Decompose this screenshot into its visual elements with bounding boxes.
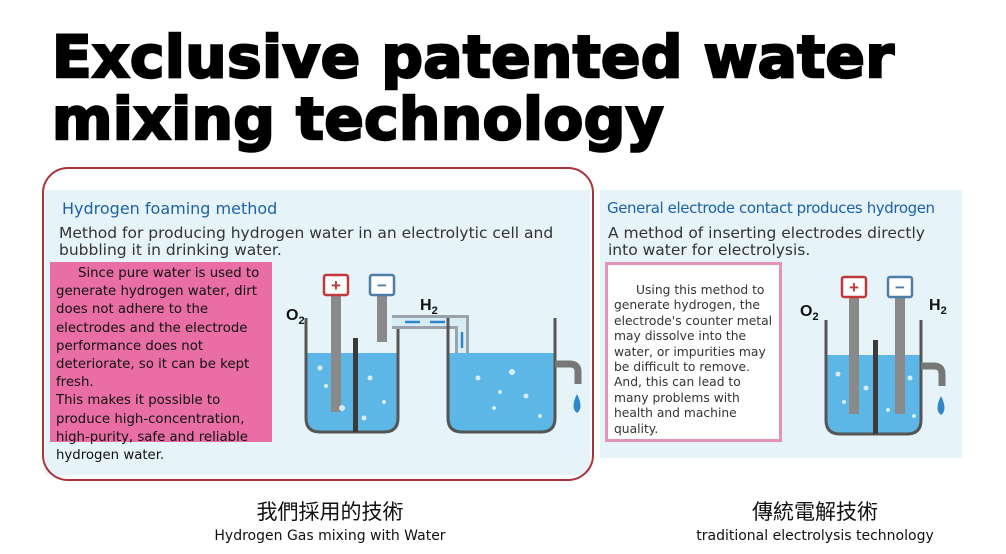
plus-sign: + xyxy=(331,276,341,295)
outlet-spout xyxy=(921,362,946,386)
plus-terminal xyxy=(840,275,868,299)
left-panel-description: Method for producing hydrogen water in a… xyxy=(59,224,554,259)
h2-label: H2 xyxy=(929,297,947,317)
gas-flow-arrows xyxy=(405,320,464,400)
plus-sign: + xyxy=(849,278,859,297)
o2-label: O2 xyxy=(286,307,305,327)
headline: Exclusive patented water mixing technolo… xyxy=(51,23,896,153)
minus-terminal xyxy=(368,273,396,297)
left-panel-highlight-frame xyxy=(42,167,594,481)
right-caption-english: traditional electrolysis technology xyxy=(696,528,934,544)
right-panel-title: General electrode contact produces hydro… xyxy=(607,199,935,217)
membrane xyxy=(353,338,358,432)
minus-sign: − xyxy=(895,278,905,297)
anode-rod xyxy=(331,292,341,412)
right-warning-paragraph-1: Using this method to generate hydrogen, … xyxy=(614,283,773,375)
water-drop-icon xyxy=(937,396,945,415)
cathode-rod xyxy=(895,294,905,414)
membrane xyxy=(873,340,878,434)
right-warning-paragraph-2: And, this can lead to many problems with… xyxy=(614,375,741,436)
h2-label: H2 xyxy=(420,297,438,317)
direct-electrolysis-diagram: + − O2 H2 xyxy=(800,275,947,436)
left-highlight-paragraph-1: Since pure water is used to generate hyd… xyxy=(56,266,260,391)
o2-label: O2 xyxy=(800,303,819,323)
left-highlight-paragraph-2: This makes it possible to produce high-c… xyxy=(56,393,248,464)
right-panel-description: A method of inserting electrodes directl… xyxy=(608,224,925,259)
drinking-water-tank xyxy=(446,318,557,434)
minus-terminal xyxy=(886,275,914,299)
outlet-spout xyxy=(555,360,582,384)
water-drop-icon xyxy=(573,394,581,413)
left-panel-title: Hydrogen foaming method xyxy=(62,199,278,218)
plus-terminal xyxy=(322,273,350,297)
bubbling-cell-diagram: + − O2 H2 xyxy=(286,273,582,434)
left-highlight-box: Since pure water is used to generate hyd… xyxy=(50,262,272,463)
right-warning-box: Using this method to generate hydrogen, … xyxy=(605,262,782,442)
electrolytic-cell xyxy=(304,318,400,434)
minus-sign: − xyxy=(377,276,387,295)
left-caption-chinese: 我們採用的技術 xyxy=(256,500,404,524)
left-caption-english: Hydrogen Gas mixing with Water xyxy=(214,528,446,544)
right-caption-chinese: 傳統電解技術 xyxy=(752,500,878,524)
cathode-rod xyxy=(377,292,387,342)
anode-rod xyxy=(849,294,859,414)
electrolytic-cell-water xyxy=(306,353,398,432)
